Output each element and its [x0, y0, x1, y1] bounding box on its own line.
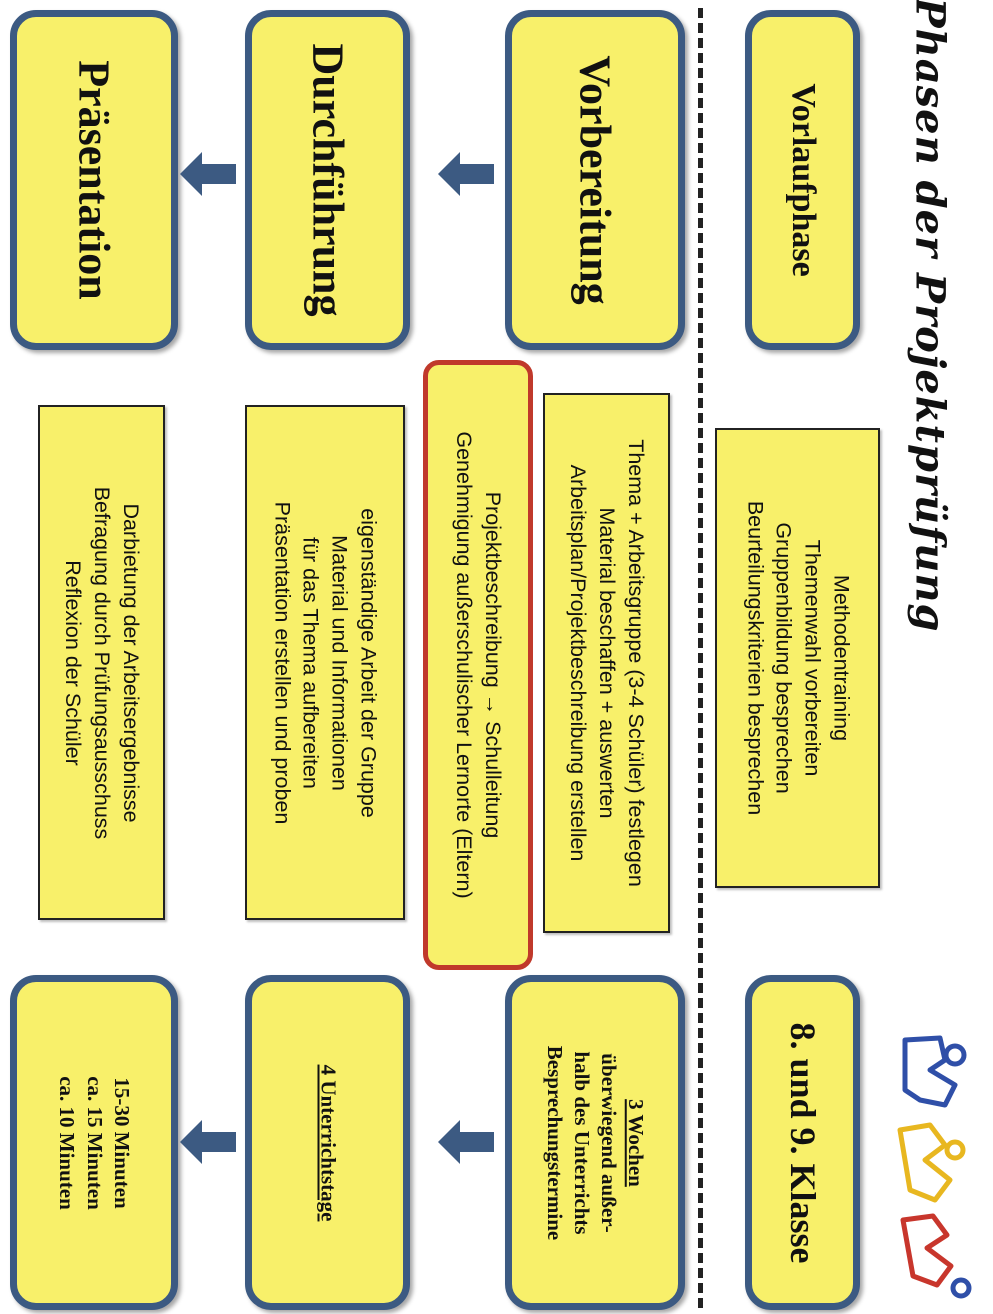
figures-logo-icon [885, 1030, 975, 1300]
arrow-left-2 [180, 152, 236, 196]
phase-vorlaufphase: Vorlaufphase [745, 10, 860, 350]
detail-genehmigung-text: Projektbeschreibung → Schulleitung Geneh… [449, 431, 507, 898]
phase-praesentation-label: Präsentation [69, 60, 119, 300]
detail-line: Thema + Arbeitsgruppe (3-4 Schüler) fest… [623, 439, 648, 887]
detail-line: eigenständige Arbeit der Gruppe [356, 507, 381, 818]
arrow-right-2 [180, 1120, 236, 1164]
detail-line: Projektbeschreibung → Schulleitung [480, 491, 505, 839]
detail-line: Methodentraining [829, 574, 854, 742]
info-minuten-line: ca. 15 Minuten [82, 1075, 107, 1210]
detail-line: für das Thema aufbereiten [299, 536, 323, 789]
info-minuten-line: ca. 10 Minuten [55, 1075, 80, 1210]
info-wochen-text: 3 Wochen überwiegend außer- halb des Unt… [541, 1045, 649, 1239]
phase-durchfuehrung: Durchführung [245, 10, 410, 350]
info-unterrichtstage: 4 Unterrichtstage [245, 975, 410, 1310]
detail-line: Darbietung der Arbeitsergebnisse [118, 502, 143, 823]
info-unterrichtstage-label: 4 Unterrichtstage [316, 1064, 340, 1221]
detail-durchfuehrung: eigenständige Arbeit der Gruppe Material… [245, 405, 405, 920]
info-wochen-line: halb des Unterrichts [570, 1050, 594, 1235]
detail-vorbereitung-text: Thema + Arbeitsgruppe (3-4 Schüler) fest… [563, 439, 649, 887]
info-wochen-line: überwiegend außer- [596, 1052, 621, 1233]
detail-vorbereitung: Thema + Arbeitsgruppe (3-4 Schüler) fest… [543, 393, 670, 933]
detail-line: Reflexion der Schüler [61, 559, 86, 766]
info-minuten: 15-30 Minuten ca. 15 Minuten ca. 10 Minu… [10, 975, 178, 1310]
arrow-left-1 [438, 152, 494, 196]
detail-line: Themenwahl vorbereiten [800, 539, 825, 777]
detail-line: Beurteilungskriterien besprechen [742, 500, 767, 816]
detail-genehmigung: Projektbeschreibung → Schulleitung Geneh… [423, 360, 533, 970]
info-wochen-line: Besprechungstermine [543, 1045, 568, 1240]
detail-line: Genehmigung außerschulischer Lernorte (E… [452, 431, 476, 899]
info-klasse: 8. und 9. Klasse [745, 975, 860, 1310]
info-klasse-label: 8. und 9. Klasse [782, 1021, 823, 1264]
page-title-wrap: Phasen der Projektprüfung [880, 0, 980, 632]
detail-line: Gruppenbildung besprechen [771, 522, 796, 794]
detail-praesentation-text: Darbietung der Arbeitsergebnisse Befragu… [58, 486, 144, 839]
arrow-right-1 [438, 1120, 494, 1164]
detail-line: Befragung durch Prüfungsausschuss [89, 486, 114, 839]
info-wochen-title: 3 Wochen [623, 1098, 648, 1187]
detail-vorlauf-text: Methodentraining Themenwahl vorbereiten … [740, 501, 855, 815]
detail-line: Arbeitsplan/Projektbeschreibung erstelle… [566, 464, 591, 862]
dashed-separator [698, 8, 703, 1308]
info-minuten-text: 15-30 Minuten ca. 15 Minuten ca. 10 Minu… [53, 1076, 135, 1210]
detail-line: Material beschaffen + auswerten [594, 507, 619, 819]
phase-durchfuehrung-label: Durchführung [303, 43, 352, 317]
phase-vorbereitung-label: Vorbereitung [570, 55, 620, 305]
phase-praesentation: Präsentation [10, 10, 178, 350]
detail-praesentation: Darbietung der Arbeitsergebnisse Befragu… [38, 405, 165, 920]
page-title: Phasen der Projektprüfung [906, 0, 954, 633]
detail-vorlauf: Methodentraining Themenwahl vorbereiten … [715, 428, 880, 888]
phase-vorbereitung: Vorbereitung [505, 10, 685, 350]
detail-durchfuehrung-text: eigenständige Arbeit der Gruppe Material… [267, 501, 382, 824]
info-minuten-line: 15-30 Minuten [109, 1076, 134, 1209]
detail-line: Material und Informationen [327, 534, 352, 791]
detail-line: Präsentation erstellen und proben [270, 501, 295, 824]
info-wochen: 3 Wochen überwiegend außer- halb des Unt… [505, 975, 685, 1310]
phase-vorlaufphase-label: Vorlaufphase [784, 83, 822, 277]
